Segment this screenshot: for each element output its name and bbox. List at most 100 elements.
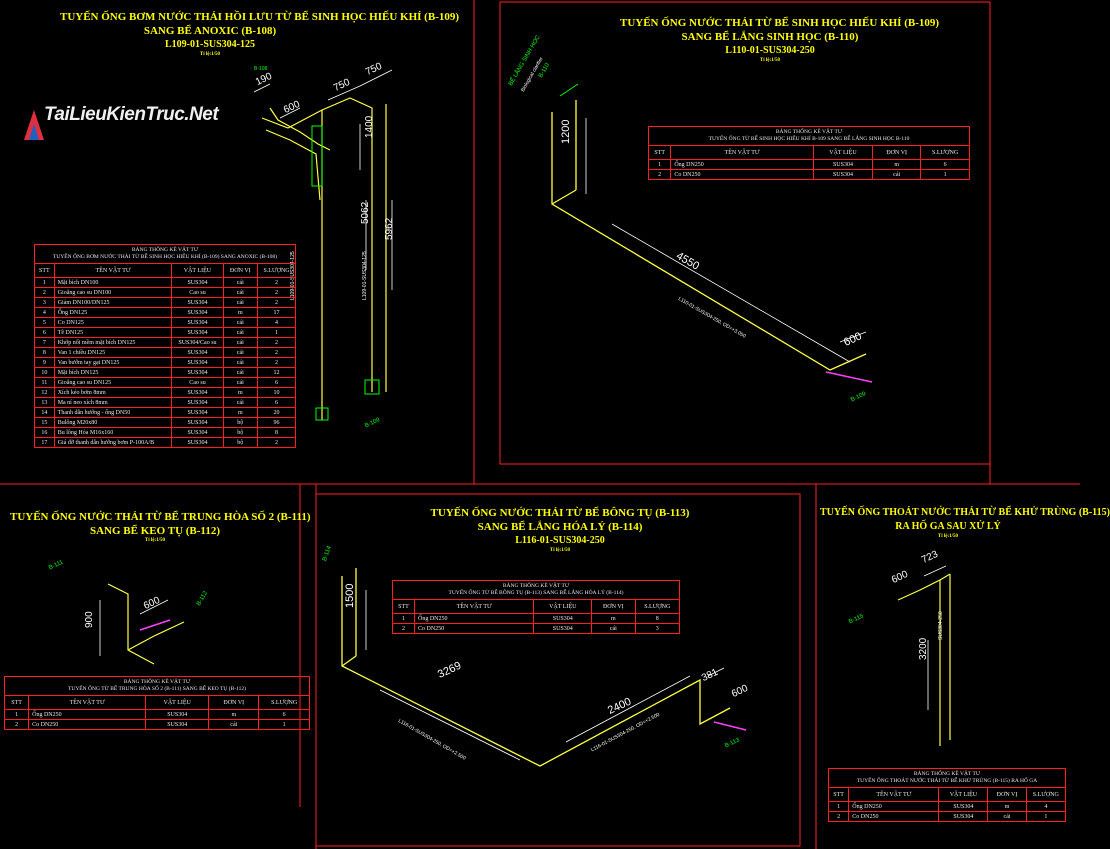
bom-header-cell: ĐƠN VỊ — [591, 599, 636, 614]
bom-cell: 6 — [34, 327, 55, 338]
logo-mark-icon — [24, 110, 44, 140]
p3-title: TUYẾN ỐNG NƯỚC THẢI TỪ BỂ TRUNG HÒA SỐ 2… — [10, 510, 311, 544]
annotation-label: 1400 — [364, 115, 375, 138]
bom-header-cell: ĐƠN VỊ — [222, 263, 259, 278]
p1-title: TUYẾN ỐNG BƠM NƯỚC THẢI HỒI LƯU TỪ BỂ SI… — [60, 10, 459, 58]
p2-title: TUYẾN ỐNG NƯỚC THẢI TỪ BỂ SINH HỌC HIẾU … — [620, 16, 939, 64]
bom-cell: Gioăng cao su DN125 — [53, 377, 173, 388]
bom-cell: cái — [872, 169, 922, 180]
bom-cell: Ống DN125 — [53, 307, 173, 318]
bom-cell: 8 — [257, 427, 296, 438]
bom-cell: Ống DN250 — [848, 801, 940, 812]
p4-title-line-1: TUYẾN ỐNG NƯỚC THẢI TỪ BỂ BÔNG TỤ (B-113… — [430, 507, 690, 519]
panel-frames — [0, 0, 1080, 849]
p5-pipe-run — [897, 573, 951, 746]
bom-header-cell: VẬT LIỆU — [812, 145, 874, 160]
p2-scale: Tỉ lệ:1/50 — [759, 58, 781, 63]
bom-cell: bộ — [222, 427, 259, 438]
bom-caption-line: TUYẾN ỐNG BƠM NƯỚC THẢI TỪ BỂ SINH HỌC H… — [52, 254, 278, 260]
bom-cell: cái — [222, 357, 259, 368]
bom-header-cell: VẬT LIỆU — [145, 695, 210, 710]
bom-cell: Ống DN250 — [28, 709, 147, 720]
annotation-label: 1200 — [560, 119, 572, 144]
bom-cell: 7 — [34, 337, 55, 348]
bom-caption-line: BẢNG THỐNG KÊ VẬT TƯ — [502, 583, 570, 589]
watermark-text: TaiLieuKienTruc.Net — [44, 104, 219, 125]
bom-cell: 6 — [920, 159, 970, 170]
bom-cell: Co DN250 — [670, 169, 814, 180]
bom-cell: 2 — [257, 277, 296, 288]
bom-cell: cái — [222, 377, 259, 388]
bom-cell: 17 — [34, 437, 55, 448]
p2-pipe-run — [551, 100, 867, 371]
bom-cell: cái — [222, 287, 259, 298]
bom-cell: Co DN250 — [413, 623, 535, 634]
bom-header-cell: TÊN VẬT TƯ — [670, 145, 814, 160]
bom-cell: Co DN250 — [28, 719, 147, 730]
bom-cell: Bulông M20x80 — [53, 417, 173, 428]
bom-cell: 2 — [257, 347, 296, 358]
bom-cell: 2 — [257, 337, 296, 348]
p5-dim-lines — [923, 565, 947, 710]
bom-cell: bộ — [222, 417, 259, 428]
bom-cell: Mặt bích DN100 — [53, 277, 173, 288]
bom-cell: SUS304 — [533, 613, 593, 624]
watermark-logo: TaiLieuKienTruc.Net — [22, 104, 262, 148]
bom-cell: cái — [222, 297, 259, 308]
annotation-label: 1500 — [344, 583, 356, 608]
bom-header-cell: STT — [392, 599, 415, 614]
p2-outlet — [825, 371, 873, 383]
bom-cell: Cao su — [171, 287, 224, 298]
bom-cell: SUS304 — [171, 297, 224, 308]
p5-scale: Tỉ lệ:1/50 — [937, 534, 959, 539]
p5-title-line-1: TUYẾN ỐNG THOÁT NƯỚC THẢI TỪ BỂ KHỬ TRÙN… — [820, 507, 1110, 518]
bom-cell: cái — [222, 397, 259, 408]
p4-outlet — [713, 721, 747, 731]
p1-title-line-2: SANG BỂ ANOXIC (B-108) — [143, 25, 277, 37]
bom-cell: 1 — [920, 169, 970, 180]
bom-cell: Thanh dẫn hướng - ống DN50 — [53, 407, 173, 418]
bom-header-cell: S.LƯỢNG — [1025, 787, 1067, 802]
bom-cell: cái — [987, 811, 1027, 822]
bom-cell: SUS304 — [171, 277, 224, 288]
bom-cell: Ống DN250 — [413, 613, 535, 624]
bom-cell: m — [222, 387, 259, 398]
bom-cell: SUS304 — [171, 347, 224, 358]
bom-cell: 20 — [257, 407, 296, 418]
bom-header-cell: S.LƯỢNG — [634, 599, 681, 614]
bom-cell: bộ — [222, 437, 259, 448]
bom-caption-line: BẢNG THỐNG KÊ VẬT TƯ — [913, 771, 981, 777]
bom-cell: 5 — [34, 317, 55, 328]
annotation-label: L109-01-SUS304-125 — [362, 251, 368, 300]
bom-cell: m — [591, 613, 636, 624]
annotation-label: 5062 — [360, 201, 371, 224]
bom-cell: 12 — [34, 387, 55, 398]
p1-dim-lines — [253, 69, 393, 290]
p3-title-line-2: SANG BỂ KEO TỤ (B-112) — [90, 525, 220, 537]
p5-title-line-2: RA HỐ GA SAU XỬ LÝ — [895, 521, 1001, 532]
bom-cell: SUS304 — [171, 357, 224, 368]
bom-header-cell: STT — [34, 263, 55, 278]
bom-cell: cái — [208, 719, 260, 730]
bom-cell: Van bướm tay gạt DN125 — [53, 357, 173, 368]
bom-cell: m — [987, 801, 1027, 812]
bom-header-cell: ĐƠN VỊ — [872, 145, 922, 160]
frame-panel-2 — [499, 1, 991, 465]
bom-cell: 6 — [257, 377, 296, 388]
bom-cell: 13 — [34, 397, 55, 408]
bom-cell: 1 — [34, 277, 55, 288]
bom-cell: 2 — [392, 623, 415, 634]
